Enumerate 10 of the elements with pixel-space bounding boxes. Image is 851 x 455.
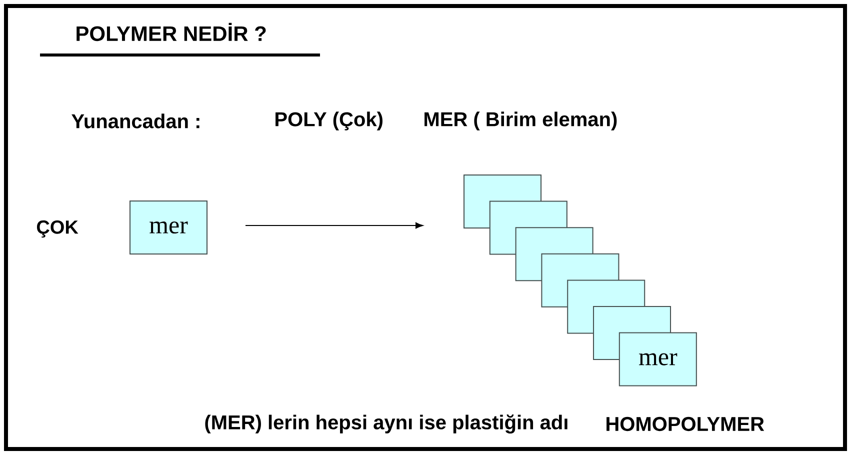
- slide-text: POLY (Çok): [276, 112, 382, 130]
- slide-title: POLYMER NEDİR ?: [76, 22, 266, 42]
- slide-text: Yunancadan :: [72, 114, 200, 128]
- slide-text: (MER) lerin hepsi aynı ise plastiğin adı: [205, 414, 568, 434]
- slide-text: HOMOPOLYMER: [606, 416, 764, 432]
- mer-box: mer: [618, 332, 697, 386]
- mer-box: mer: [130, 200, 208, 254]
- slide-text: MER ( Birim eleman): [424, 112, 617, 130]
- slide-text: ÇOK: [36, 220, 78, 238]
- arrow: [245, 222, 423, 229]
